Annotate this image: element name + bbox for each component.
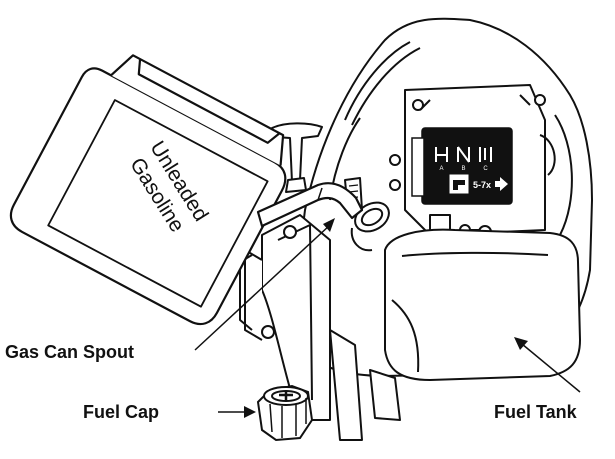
choke-primer-panel: A B C 5-7x bbox=[411, 127, 513, 205]
gas-can-body bbox=[9, 67, 287, 326]
callout-gas-can-spout: Gas Can Spout bbox=[5, 342, 134, 362]
callout-leaders bbox=[194, 218, 581, 418]
arrow-right-icon bbox=[495, 177, 508, 191]
t-handle-knob bbox=[271, 122, 323, 183]
choke-position-a: A bbox=[439, 166, 443, 172]
choke-position-b: B bbox=[461, 166, 465, 172]
engine-illustration bbox=[239, 17, 593, 441]
callout-fuel-tank: Fuel Tank bbox=[494, 402, 578, 422]
starter-housing bbox=[261, 214, 331, 421]
fuel-cap-part bbox=[256, 384, 314, 442]
callout-fuel-cap: Fuel Cap bbox=[83, 402, 159, 422]
gas-can-spout bbox=[256, 182, 364, 228]
fuel-tank bbox=[384, 228, 581, 381]
drive-shaft bbox=[329, 329, 363, 441]
choke-position-c: C bbox=[483, 166, 488, 172]
gas-can bbox=[9, 54, 364, 326]
primer-count: 5-7x bbox=[473, 180, 491, 190]
